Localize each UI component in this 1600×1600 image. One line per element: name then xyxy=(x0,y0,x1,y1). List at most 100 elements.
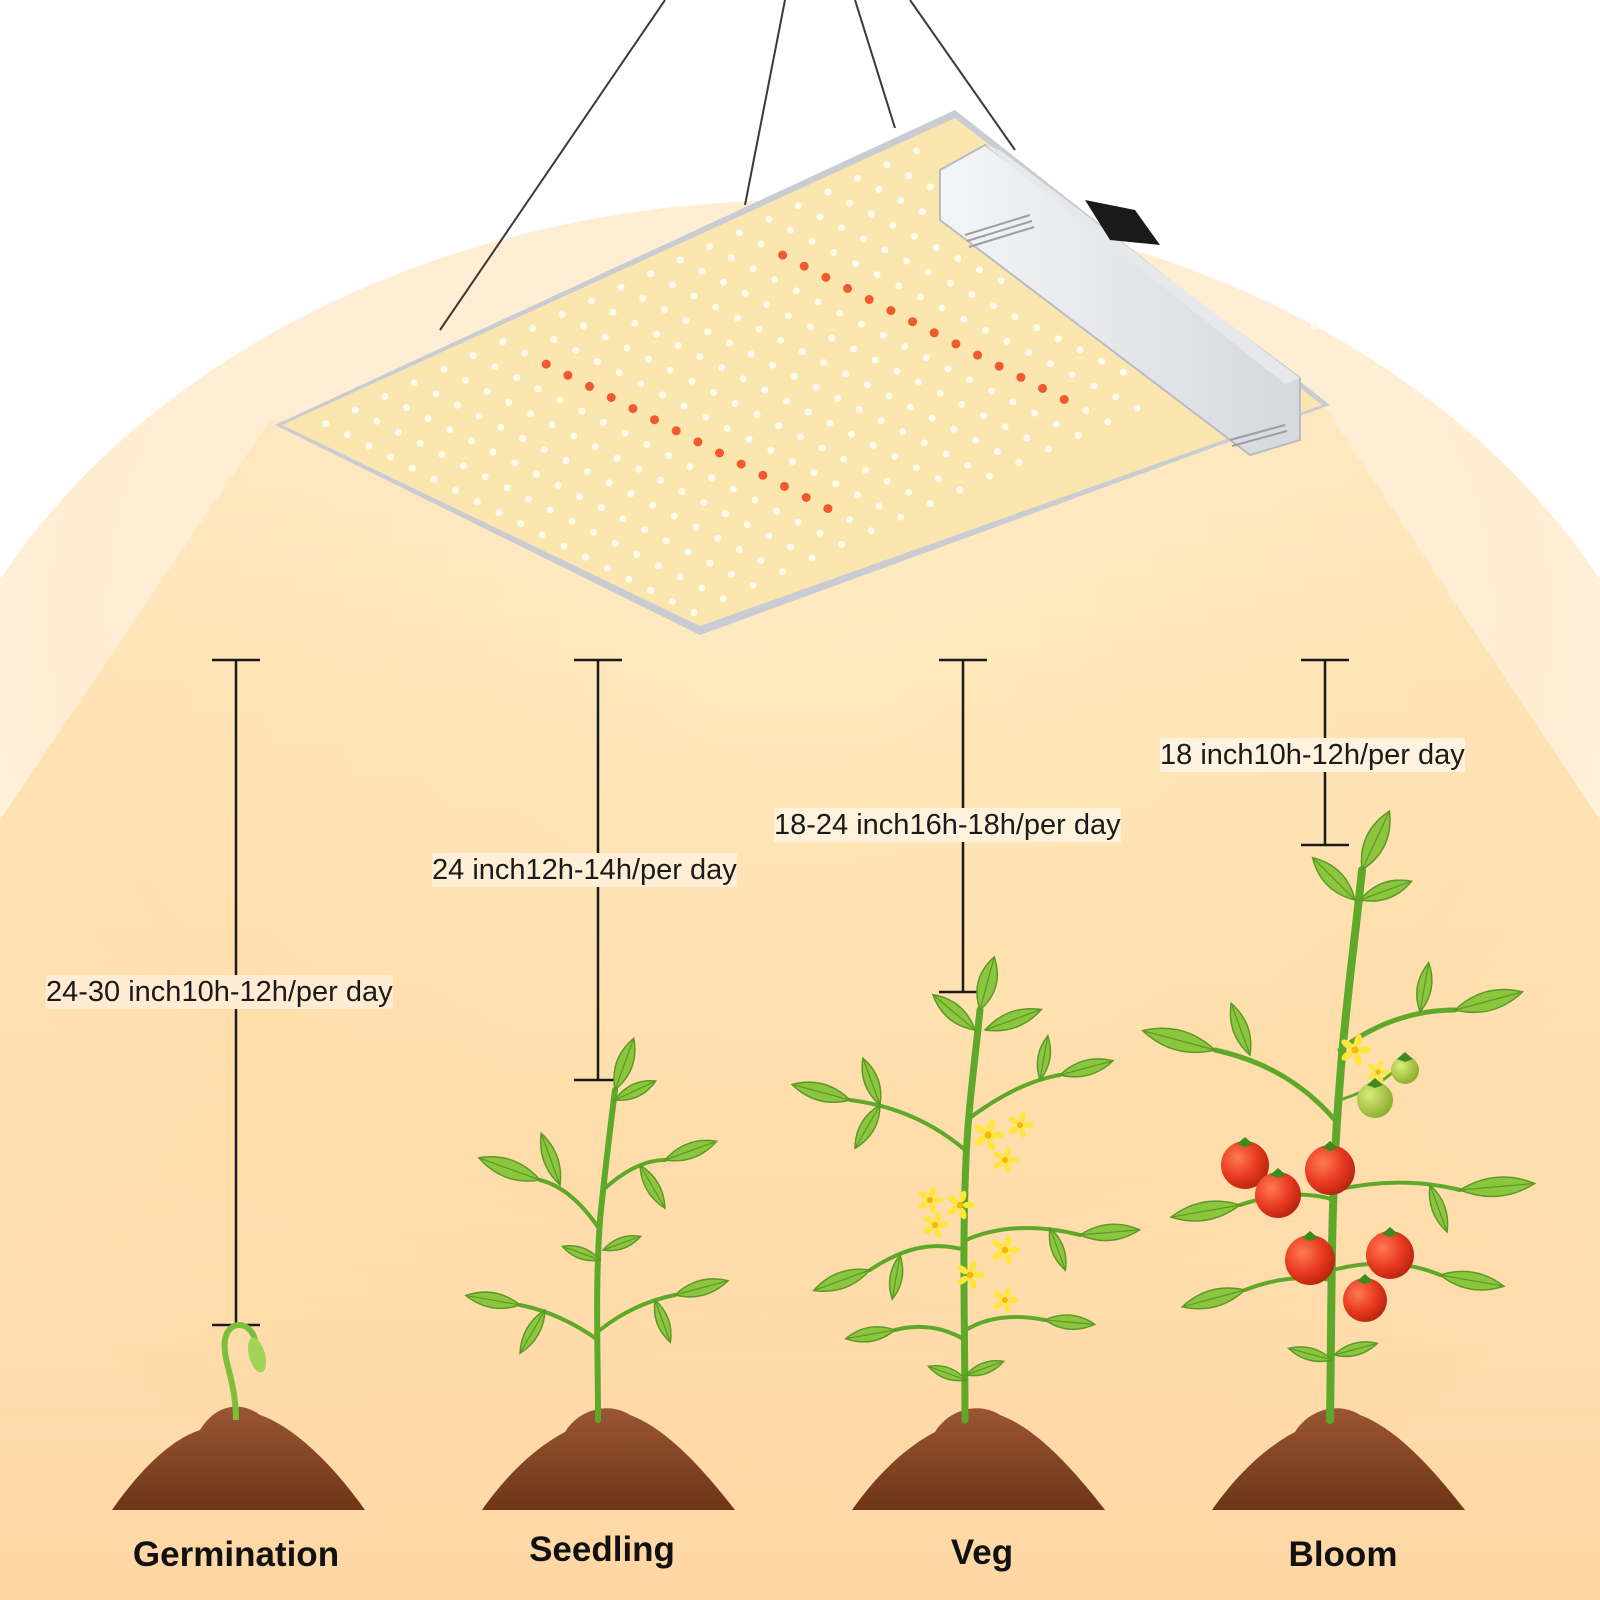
white-led xyxy=(883,161,891,169)
white-led xyxy=(722,510,729,518)
white-led xyxy=(853,491,861,499)
white-led xyxy=(546,506,554,514)
flowering-plant-icon xyxy=(790,955,1142,1424)
seedling-label: 24 inch12h-14h/per day xyxy=(432,853,737,887)
tomato-plant-icon xyxy=(1141,809,1537,1424)
white-led xyxy=(846,199,853,207)
white-led xyxy=(905,488,913,496)
white-led xyxy=(655,562,662,570)
white-led xyxy=(580,322,588,330)
white-led xyxy=(631,319,639,327)
led-panel xyxy=(275,110,1330,635)
white-led xyxy=(727,570,735,578)
white-led xyxy=(987,387,995,395)
white-led xyxy=(454,401,462,409)
stem xyxy=(1337,1007,1458,1053)
white-led xyxy=(867,210,875,218)
tomato-icon xyxy=(1343,1274,1387,1322)
white-led xyxy=(747,350,755,358)
white-led xyxy=(440,365,448,373)
white-led xyxy=(950,425,958,433)
tomato-icon xyxy=(1357,1078,1393,1118)
white-led xyxy=(662,537,670,545)
white-led xyxy=(875,185,883,193)
flower-icon xyxy=(918,1187,944,1213)
white-led xyxy=(1082,407,1090,415)
red-led xyxy=(843,283,853,293)
white-led xyxy=(792,287,800,295)
white-led xyxy=(769,361,777,369)
white-led xyxy=(619,515,627,523)
white-led xyxy=(745,435,753,443)
white-led xyxy=(918,208,926,216)
white-led xyxy=(603,564,611,572)
white-led xyxy=(913,147,920,155)
white-led xyxy=(481,473,489,481)
white-led xyxy=(881,246,889,254)
white-led xyxy=(601,333,609,341)
white-led xyxy=(712,303,720,311)
white-led xyxy=(960,315,968,323)
white-led xyxy=(528,324,536,332)
white-led xyxy=(1011,313,1019,321)
flower-icon xyxy=(993,1147,1019,1173)
white-led xyxy=(499,338,507,346)
red-led xyxy=(780,481,789,491)
white-led xyxy=(605,479,613,487)
stem xyxy=(538,1178,602,1232)
white-led xyxy=(1098,357,1106,365)
white-led xyxy=(402,404,410,412)
white-led xyxy=(1310,322,1318,330)
flower-icon xyxy=(957,1260,985,1290)
white-led xyxy=(664,452,672,460)
white-led xyxy=(1015,459,1023,467)
white-led xyxy=(1076,346,1084,354)
white-led xyxy=(635,465,643,473)
soil-mound-bloom xyxy=(1212,1408,1465,1510)
white-led xyxy=(926,183,934,191)
white-led xyxy=(1045,445,1052,453)
white-led xyxy=(777,336,785,344)
white-led xyxy=(698,267,706,275)
white-led xyxy=(649,501,657,509)
red-led xyxy=(908,317,918,327)
white-led xyxy=(899,428,907,436)
tomato-icon xyxy=(1221,1137,1269,1189)
white-led xyxy=(842,370,850,378)
white-led xyxy=(395,428,402,436)
white-led xyxy=(972,436,980,444)
white-led xyxy=(495,509,503,517)
white-led xyxy=(735,229,743,237)
white-led xyxy=(861,466,869,474)
red-led xyxy=(628,404,638,414)
white-led xyxy=(666,366,674,374)
white-led xyxy=(467,437,475,445)
white-led xyxy=(757,240,765,248)
white-led xyxy=(942,450,950,458)
white-led xyxy=(976,266,983,274)
white-led xyxy=(838,540,846,548)
white-led xyxy=(997,277,1005,285)
white-led xyxy=(1074,431,1082,439)
white-led xyxy=(538,531,546,539)
white-led xyxy=(438,451,446,458)
white-led xyxy=(993,448,1001,455)
stem xyxy=(960,1006,984,1424)
white-led xyxy=(765,215,773,223)
stem xyxy=(598,1293,677,1332)
white-led xyxy=(725,339,733,347)
stem xyxy=(965,1073,1062,1122)
red-led xyxy=(1038,383,1048,393)
white-led xyxy=(621,429,629,437)
white-led xyxy=(1104,418,1112,426)
white-led xyxy=(351,406,359,414)
white-led xyxy=(788,458,796,466)
flower-icon xyxy=(947,1190,975,1220)
white-led xyxy=(387,453,395,461)
white-led xyxy=(460,462,467,470)
white-led xyxy=(820,359,828,367)
red-led xyxy=(951,339,961,349)
white-led xyxy=(491,363,499,371)
white-led xyxy=(408,464,416,472)
